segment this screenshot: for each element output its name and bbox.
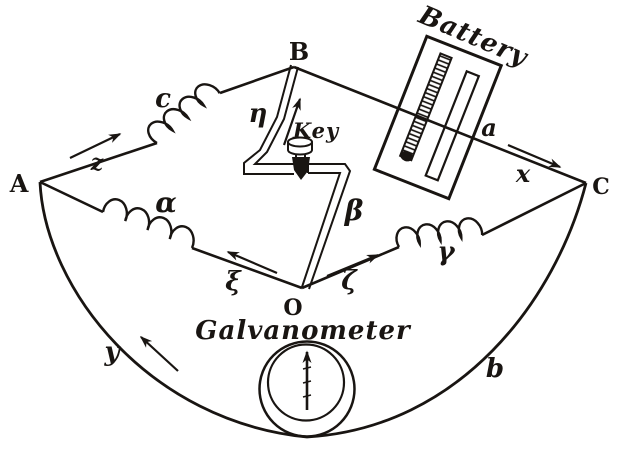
current-label-y: y <box>103 337 121 367</box>
current-label-xi: ξ <box>225 267 242 297</box>
galvanometer-needle-feathers <box>302 366 312 398</box>
key-knob <box>287 136 313 156</box>
current-label-x: x <box>515 159 531 188</box>
key-strip-b-outer <box>243 64 294 175</box>
current-arrow-xi <box>226 250 278 275</box>
battery-component <box>372 34 504 201</box>
key-contact-plug <box>292 157 310 180</box>
resistance-label-c: c <box>155 84 171 114</box>
current-arrow-x <box>507 143 562 169</box>
resistance-label-beta: β <box>344 194 364 227</box>
resistance-label-gamma: γ <box>437 237 456 267</box>
battery-plate-terminal-blob <box>400 150 413 162</box>
current-arrow-zeta <box>326 253 380 278</box>
coil-alpha <box>101 198 195 249</box>
coil-c <box>147 83 221 145</box>
arm-a-b <box>39 65 295 184</box>
galvanometer-label: Galvanometer <box>195 316 412 346</box>
node-label-a: A <box>9 169 29 198</box>
galvanometer-outer-ring <box>258 340 356 438</box>
key-label: Key <box>292 118 340 143</box>
node-label-b: B <box>289 37 309 66</box>
node-label-c: C <box>592 174 610 200</box>
resistance-label-alpha: α <box>155 186 177 219</box>
current-label-z: z <box>90 150 104 176</box>
galvanometer-wire-curve <box>38 181 588 439</box>
current-arrow-z <box>69 133 122 159</box>
resistance-label-b: b <box>486 354 504 384</box>
node-label-o: O <box>283 295 302 321</box>
key-strip-o-inner <box>301 172 342 288</box>
arm-a-o <box>39 180 303 290</box>
current-label-zeta: ζ <box>341 266 358 296</box>
resistance-label-a: a <box>481 113 497 142</box>
coil-gamma <box>395 217 484 249</box>
diagram-ink-layer <box>38 34 588 439</box>
current-arrow-eta <box>282 97 302 146</box>
arm-b-c-battery-wire <box>293 65 587 185</box>
battery-plate-copper <box>424 69 481 182</box>
current-arrow-y <box>139 335 179 372</box>
galvanometer-inner-ring <box>266 343 346 422</box>
current-label-eta: η <box>249 99 268 129</box>
key-strip-b-inner <box>252 66 299 165</box>
